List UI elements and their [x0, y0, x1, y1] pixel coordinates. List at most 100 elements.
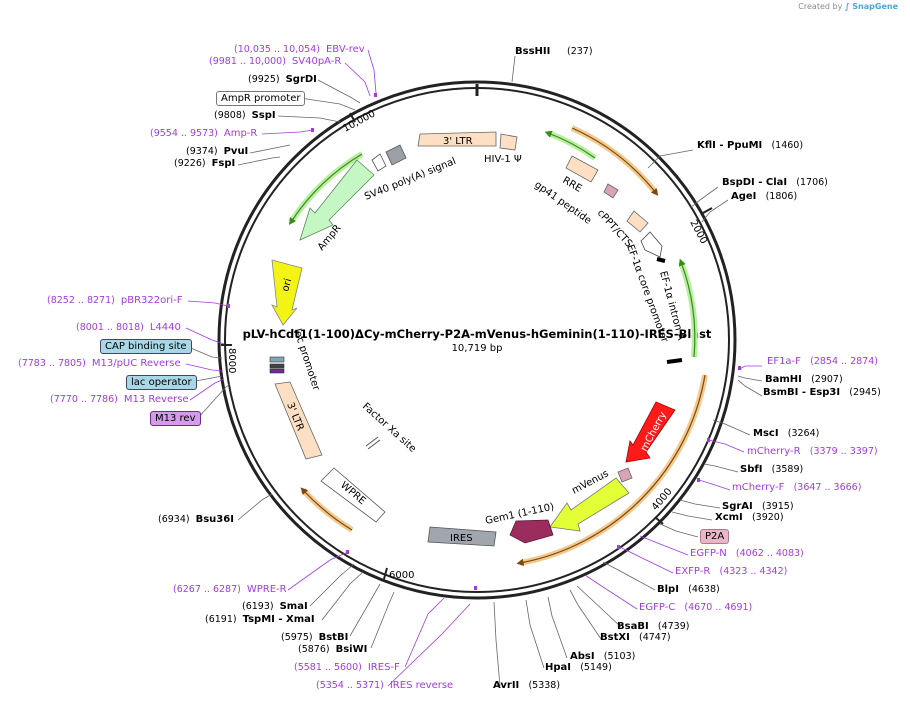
site-bspdi-pos: (1706) — [796, 177, 828, 188]
site-agei: AgeI (1806) — [731, 191, 797, 202]
primer-m13-reverse-pos: (7770 .. 7786) — [50, 394, 118, 405]
primer-m13-reverse-name: M13 Reverse — [123, 394, 189, 405]
site-avrii-enzyme: AvrII — [493, 680, 520, 691]
site-bsiwi: (5876)BsiWI — [298, 644, 367, 655]
site-bspdi: BspDI - ClaI (1706) — [722, 177, 828, 188]
site-absi: AbsI (5103) — [570, 651, 635, 662]
site-pvui-enzyme: PvuI — [223, 146, 249, 157]
feature-label-cppt: cPPT/CTS — [595, 208, 634, 250]
feature-label-hiv1-psi: HIV-1 Ψ — [484, 154, 522, 165]
right-leaders — [493, 149, 763, 687]
primer-mcherry-r-pos: (3379 .. 3397) — [809, 446, 878, 457]
feature-lac-operator — [269, 363, 285, 369]
feature-ef1a-core-promoter — [640, 231, 663, 258]
site-sgrai: SgrAI (3915) — [722, 501, 794, 512]
site-hpai-enzyme: HpaI — [545, 662, 571, 673]
site-sspi-pos: (9808) — [214, 110, 246, 121]
orf-arc-green-3-line — [289, 153, 363, 226]
feature-ef1a-core-bar — [656, 257, 666, 263]
feature-gem1 — [509, 519, 554, 544]
feature-label-3ltr-top: 3' LTR — [443, 136, 473, 147]
primer-egfp-n-name: EGFP-N — [690, 548, 727, 559]
plasmid-size: 10,719 bp — [452, 343, 503, 354]
primer-ires-f-pos: (5581 .. 5600) — [294, 662, 362, 673]
feature-p2a-block — [617, 467, 633, 483]
box-cap-binding-site: CAP binding site — [100, 339, 192, 354]
box-p2a: P2A — [700, 529, 730, 544]
orf-arc-1-line — [571, 127, 659, 196]
site-sbfi-enzyme: SbfI — [740, 464, 763, 475]
site-fspi-enzyme: FspI — [211, 158, 236, 169]
tick-label-8000: 8000 — [226, 348, 237, 373]
site-smai-pos: (6193) — [242, 601, 274, 612]
site-bsmbi: BsmBI - Esp3I (2945) — [763, 387, 881, 398]
site-bsu36i: (6934) Bsu36I — [158, 514, 234, 525]
primer-egfp-c: EGFP-C (4670 .. 4691) — [639, 602, 752, 613]
primer-mcherry-f-name: mCherry-F — [732, 482, 785, 493]
primer-egfp-n: EGFP-N (4062 .. 4083) — [690, 548, 804, 559]
primer-exfp-r: EXFP-R (4323 .. 4342) — [675, 566, 787, 577]
primer-m13-puc-reverse: (7783 .. 7805)M13/pUC Reverse — [18, 358, 181, 369]
box-m13-rev: M13 rev — [150, 411, 201, 426]
primer-amp-r-name: Amp-R — [223, 128, 258, 139]
site-avrii-pos: (5338) — [528, 680, 561, 691]
site-bamhi-pos: (2907) — [811, 374, 843, 385]
box-lac-operator: lac operator — [126, 375, 197, 390]
orf-arc-green-2-line — [678, 258, 696, 358]
tick-label-10000: 10,000 — [341, 109, 377, 135]
site-bstbi: (5975)BstBI — [281, 632, 348, 643]
primer-exfp-r-name: EXFP-R — [675, 566, 711, 577]
feature-rre — [565, 155, 599, 183]
site-avrii: AvrII (5338) — [493, 680, 560, 691]
primer-egfp-c-pos: (4670 .. 4691) — [684, 602, 753, 613]
site-absi-enzyme: AbsI — [570, 651, 595, 662]
site-fspi: (9226)FspI — [174, 158, 235, 169]
snapgene-credit: Created by ∫ SnapGene — [798, 2, 898, 11]
site-pvui: (9374) PvuI — [186, 146, 248, 157]
site-bsu36i-pos: (6934) — [158, 514, 190, 525]
snapgene-logo: ∫ — [844, 2, 850, 11]
site-bstxi-enzyme: BstXI — [600, 632, 630, 643]
primer-l4440-name: L4440 — [149, 322, 181, 333]
box-ampr-promoter: AmpR promoter — [216, 91, 306, 106]
site-hpai: HpaI (5149) — [545, 662, 612, 673]
credit-brand: SnapGene — [852, 2, 898, 11]
primer-ebv-rev-pos: (10,035 .. 10,054) — [234, 44, 320, 55]
site-msci-pos: (3264) — [787, 428, 820, 439]
site-smai-enzyme: SmaI — [279, 601, 308, 612]
site-agei-pos: (1806) — [765, 191, 798, 202]
site-xcmi-pos: (3920) — [751, 512, 784, 523]
feature-sv40-polya — [385, 144, 407, 166]
site-bamhi-enzyme: BamHI — [765, 374, 802, 385]
site-bspdi-enzyme: BspDI - ClaI — [722, 177, 788, 188]
feature-3ltr-bottom — [274, 381, 323, 460]
site-bsiwi-enzyme: BsiWI — [335, 644, 368, 655]
primer-pbr322ori-f: (8252 .. 8271)pBR322ori-F — [47, 295, 182, 306]
site-xcmi-enzyme: XcmI — [715, 512, 743, 523]
orf-arc-3-line — [300, 487, 353, 531]
primer-wpre-r: (6267 .. 6287)WPRE-R — [173, 584, 287, 595]
site-pvui-pos: (9374) — [186, 146, 218, 157]
primer-m13-puc-reverse-name: M13/pUC Reverse — [91, 358, 181, 369]
site-xcmi: XcmI (3920) — [715, 512, 784, 523]
feature-label-ori: ori — [280, 277, 294, 292]
feature-cap-binding — [269, 356, 285, 363]
feature-3ltr-top — [417, 131, 497, 147]
feature-label-rre: RRE — [561, 175, 584, 195]
primer-ires-f-name: IRES-F — [367, 662, 400, 673]
site-bsu36i-enzyme: Bsu36I — [195, 514, 234, 525]
primer-mcherry-f: mCherry-F (3647 .. 3666) — [732, 482, 861, 493]
site-sbfi: SbfI (3589) — [740, 464, 803, 475]
primer-ebv-rev-name: EBV-rev — [325, 44, 365, 55]
site-blpi: BlpI (4638) — [657, 584, 720, 595]
feature-factor-xa-mark-2 — [367, 439, 381, 450]
plasmid-name: pLV-hCdt1(1-100)ΔCy-mCherry-P2A-mVenus-h… — [243, 327, 712, 341]
site-bsabi: BsaBI (4739) — [617, 621, 689, 632]
feature-ori — [271, 259, 303, 326]
primer-ef1a-f-pos: (2854 .. 2874) — [810, 356, 878, 367]
primer-wpre-r-pos: (6267 .. 6287) — [173, 584, 241, 595]
primer-ef1a-f: EF1a-F (2854 .. 2874) — [767, 356, 878, 367]
site-tspmi-enzyme: TspMI - XmaI — [242, 614, 315, 625]
site-tspmi-pos: (6191) — [205, 614, 237, 625]
primer-egfp-n-pos: (4062 .. 4083) — [735, 548, 804, 559]
